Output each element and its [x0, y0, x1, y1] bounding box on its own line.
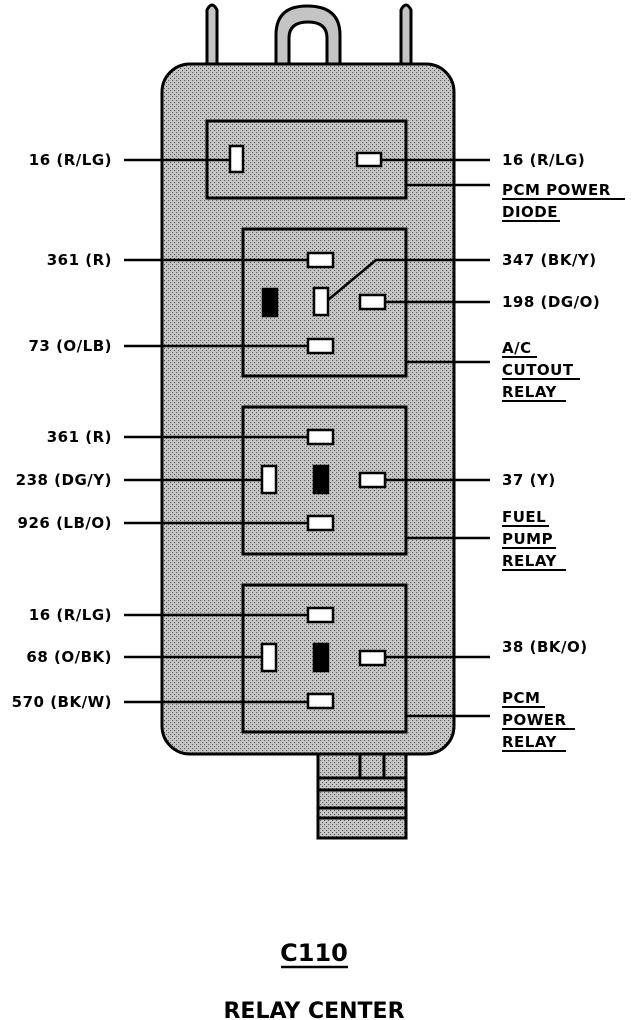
terminal-open: [358, 649, 387, 667]
terminal-open: [306, 337, 335, 355]
component-labels: PCM POWER DIODE A/C CUTOUT RELAY FUEL PU…: [502, 181, 625, 752]
left-circuit-labels: 16 (R/LG) 361 (R) 73 (O/LB) 361 (R) 238 …: [12, 151, 112, 711]
terminal-open: [306, 692, 335, 710]
terminal-open: [355, 151, 383, 168]
leader-lines: [124, 158, 490, 718]
ac-cutout-relay-label-line2: CUTOUT: [502, 361, 574, 379]
terminal-open: [358, 293, 387, 311]
right-circuit-labels: 16 (R/LG) 347 (BK/Y) 198 (DG/O) 37 (Y) 3…: [502, 151, 600, 656]
terminal-open: [358, 471, 387, 489]
ac-cutout-relay-label-line3: RELAY: [502, 383, 558, 401]
terminal-open: [306, 251, 335, 269]
terminal-open: [306, 428, 335, 446]
fuel-pump-relay-label-line2: PUMP: [502, 530, 553, 548]
pcm-power-relay-label-line1: PCM: [502, 689, 540, 707]
ac-cutout-relay-label-line1: A/C: [502, 339, 532, 357]
harness-connector-stub: [316, 752, 408, 840]
terminal-open: [306, 514, 335, 532]
left-mounting-tab: [205, 3, 219, 68]
circuit-label: 16 (R/LG): [502, 151, 585, 169]
circuit-label: 16 (R/LG): [29, 151, 112, 169]
circuit-label: 38 (BK/O): [502, 638, 588, 656]
circuit-label: 238 (DG/Y): [16, 471, 112, 489]
connector-id: C110: [280, 939, 348, 967]
circuit-label: 926 (LB/O): [18, 514, 112, 532]
terminal-solid: [261, 287, 279, 318]
diagram-title: RELAY CENTER: [223, 999, 404, 1020]
circuit-label: 570 (BK/W): [12, 693, 112, 711]
terminal-solid: [312, 464, 330, 495]
circuit-label: 16 (R/LG): [29, 606, 112, 624]
top-mounting-loop: [274, 4, 342, 70]
mounting-hardware: [205, 3, 413, 70]
pcm-power-relay-outline: [241, 583, 408, 734]
circuit-label: 73 (O/LB): [28, 337, 112, 355]
pcm-power-relay-label-line3: RELAY: [502, 733, 558, 751]
circuit-label: 347 (BK/Y): [502, 251, 597, 269]
circuit-label: 198 (DG/O): [502, 293, 600, 311]
circuit-label: 37 (Y): [502, 471, 556, 489]
circuit-label: 361 (R): [47, 251, 112, 269]
fuel-pump-relay-label-line1: FUEL: [502, 508, 546, 526]
terminal-solid: [312, 642, 330, 673]
relay-center-housing: [160, 62, 456, 756]
fuel-pump-relay-label-line3: RELAY: [502, 552, 558, 570]
circuit-label: 68 (O/BK): [26, 648, 112, 666]
terminal-open: [260, 464, 278, 495]
terminal-open: [228, 144, 245, 174]
terminal-open: [312, 286, 330, 317]
terminals: [228, 144, 387, 710]
terminal-open: [306, 606, 335, 624]
pcm-power-diode-label-line1: PCM POWER: [502, 181, 611, 199]
circuit-label: 361 (R): [47, 428, 112, 446]
pcm-power-diode-label-line2: DIODE: [502, 203, 558, 221]
pcm-power-relay-label-line2: POWER: [502, 711, 567, 729]
right-mounting-tab: [399, 3, 413, 68]
terminal-open: [260, 642, 278, 673]
